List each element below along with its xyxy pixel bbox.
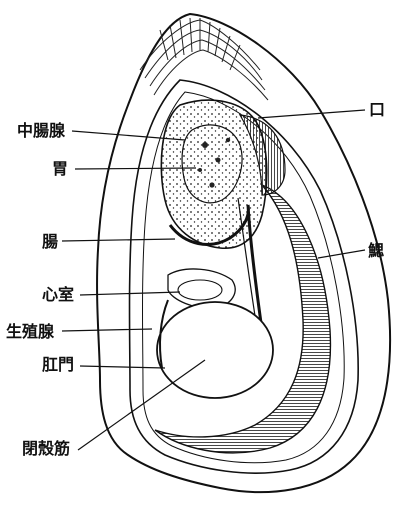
label-intestine: 腸: [42, 233, 58, 251]
label-gill: 鰓: [368, 242, 384, 260]
adductor-muscle-shape: [157, 302, 273, 398]
label-heart-ventricle: 心室: [42, 286, 74, 304]
label-adductor-muscle: 閉殼筋: [22, 440, 70, 458]
label-midgut-gland: 中腸腺: [17, 122, 65, 140]
label-gonad: 生殖腺: [6, 323, 54, 341]
label-anus: 肛門: [42, 356, 74, 374]
ventricle-shape: [178, 280, 222, 300]
shell-growth-lines: [140, 18, 268, 100]
label-mouth: 口: [369, 101, 385, 119]
label-stomach: 胃: [52, 160, 68, 178]
